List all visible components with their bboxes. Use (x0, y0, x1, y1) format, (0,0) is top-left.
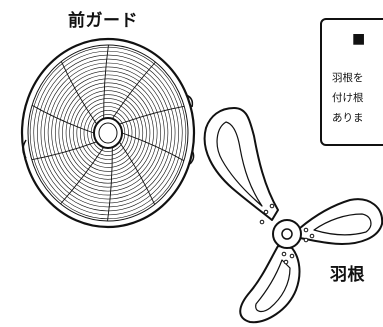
guard-outer-rim (20, 37, 196, 229)
note-marker: ■ (352, 31, 366, 47)
guard-ring (44, 62, 172, 204)
guard-ring (58, 78, 158, 188)
guard-spoke (121, 132, 185, 162)
guard-ring (90, 114, 126, 152)
blade-upper-left (203, 107, 279, 221)
guard-spokes (31, 44, 185, 222)
guard-ring (62, 82, 154, 184)
guard-ring (40, 58, 176, 208)
front-guard-illustration (20, 37, 196, 229)
blade-right-inner (313, 213, 372, 236)
note-box: ■ 羽根を 付け根 ありま (320, 18, 383, 146)
guard-inner-rim (27, 44, 189, 222)
guard-ring (51, 70, 165, 196)
guard-ring (54, 74, 162, 192)
guard-ring (76, 98, 140, 168)
blade-holes (259, 203, 315, 265)
guard-spoke (31, 141, 97, 161)
front-guard-label: 前ガード (68, 11, 138, 31)
guard-spoke (111, 61, 156, 119)
guard-ring (37, 54, 179, 212)
guard-spoke (60, 147, 105, 205)
blade-label: 羽根 (330, 265, 365, 285)
guard-ring (72, 94, 144, 172)
guard-spoke (119, 105, 185, 125)
guard-clip-right-top (185, 94, 194, 108)
guard-ring (65, 86, 151, 180)
blade-bottom-inner (255, 259, 291, 313)
guard-clip-left (22, 139, 27, 159)
note-line-1: 羽根を (332, 72, 364, 84)
guard-spoke (103, 44, 109, 119)
guard-ring (47, 66, 169, 200)
guard-ring (69, 90, 147, 176)
guard-spoke (118, 141, 156, 205)
guard-clip-right-bottom (189, 149, 195, 165)
blade-upper-left-inner (216, 121, 263, 207)
guard-spoke (31, 104, 95, 134)
guard-spoke (60, 61, 98, 125)
blade-hub-center (281, 228, 293, 240)
guard-ring (80, 102, 136, 164)
guard-ring (83, 106, 133, 160)
note-line-2: 付け根 (332, 92, 364, 104)
blade-illustration (203, 107, 383, 324)
guard-ring (87, 110, 129, 156)
guard-hub-inner (98, 122, 118, 144)
guard-spoke (107, 147, 113, 222)
note-line-3: ありま (332, 112, 364, 124)
